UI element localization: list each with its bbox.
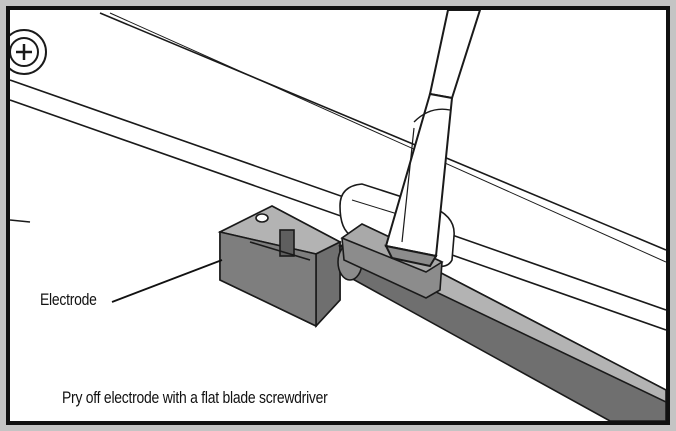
tube-end-fitting [10,29,47,75]
figure-caption: Pry off electrode with a flat blade scre… [62,388,328,407]
screwdriver [384,10,482,268]
electrode-label: Electrode [40,290,97,309]
electrode-leader-line [111,259,223,303]
electrode-block [217,205,342,329]
assembly-illustration [10,10,666,421]
illustration-panel: Electrode Pry off electrode with a flat … [6,6,670,425]
tube-body [10,12,666,331]
